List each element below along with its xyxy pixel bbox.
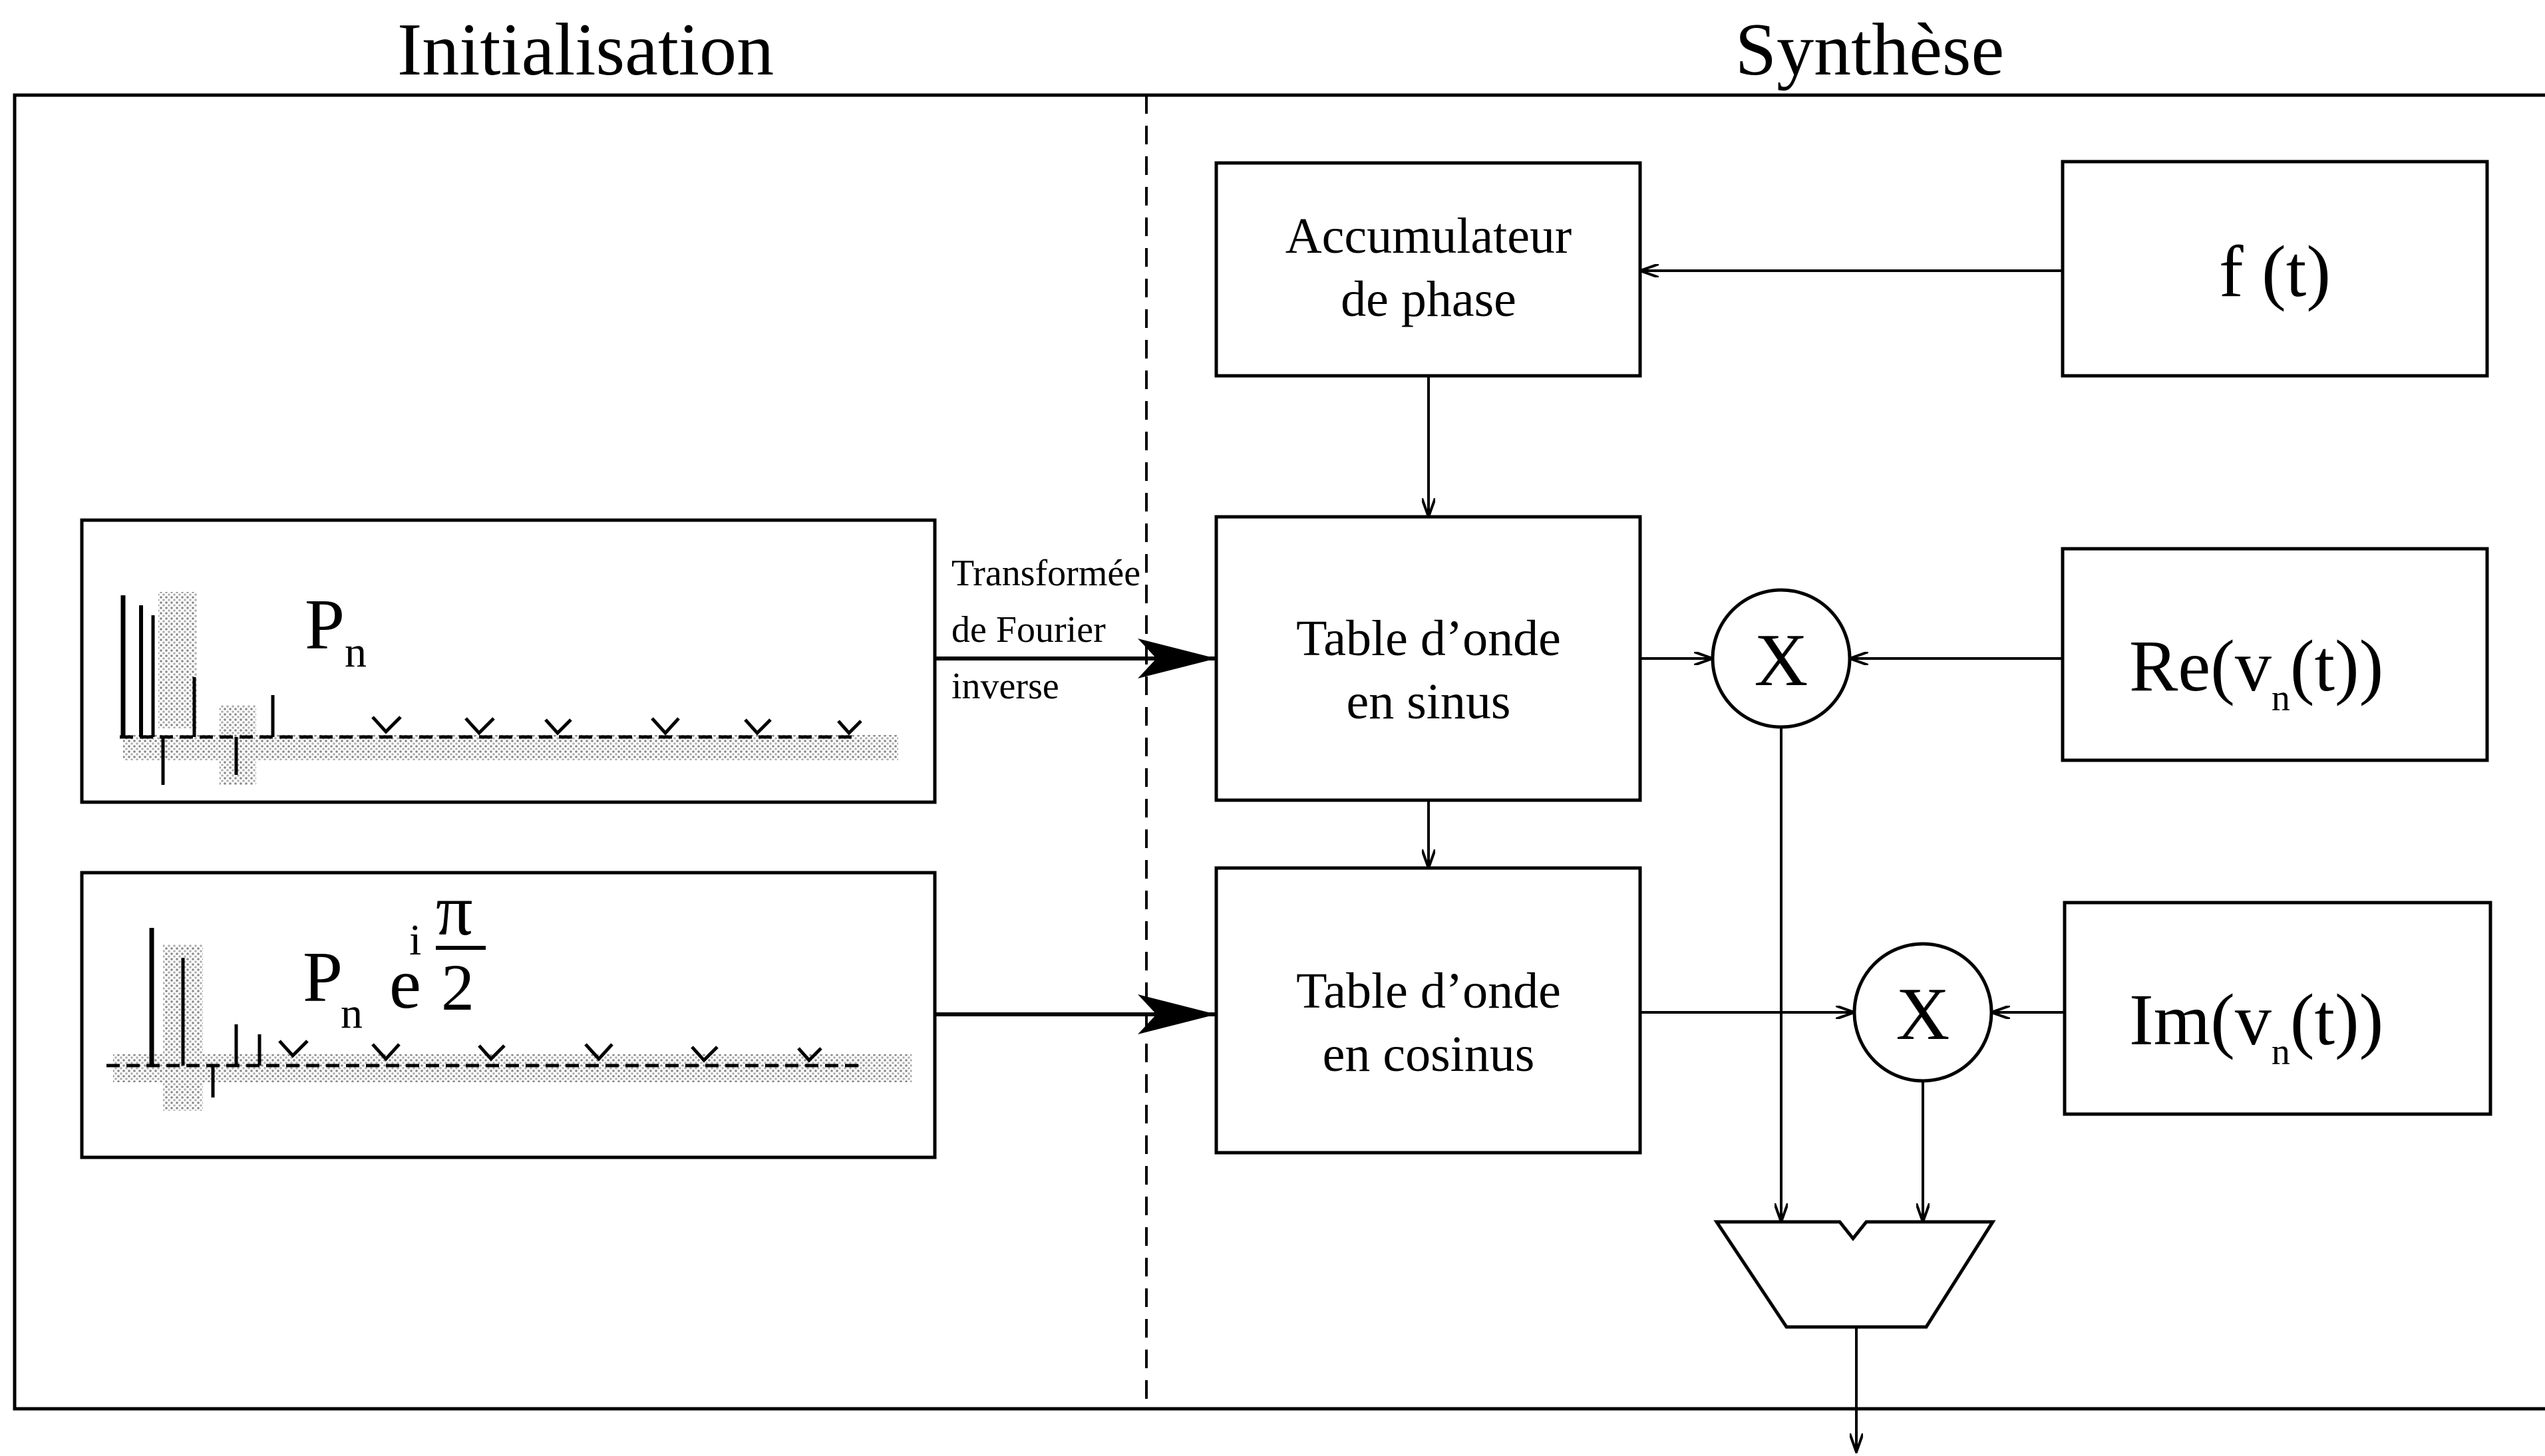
header-initialisation: Initialisation bbox=[397, 9, 774, 91]
outer-frame bbox=[13, 93, 2545, 1411]
real-part-label: Re(vn(t)) bbox=[2129, 625, 2383, 719]
adder-block bbox=[1713, 1220, 1996, 1329]
real-part-block: Re(vn(t)) bbox=[2061, 547, 2489, 762]
multiplier-real-symbol: X bbox=[1755, 619, 1808, 702]
cosine-table-label-line2: en cosinus bbox=[1323, 1026, 1535, 1082]
transform-label-line3: inverse bbox=[951, 666, 1059, 707]
multiplier-imag-symbol: X bbox=[1896, 973, 1950, 1056]
sine-table-label-line2: en sinus bbox=[1347, 674, 1511, 730]
accumulator-label-line1: Accumulateur bbox=[1285, 208, 1572, 264]
pn-subscript: n bbox=[345, 628, 367, 676]
transform-label-line1: Transformée bbox=[951, 553, 1140, 594]
exp-i: i bbox=[409, 916, 421, 964]
transform-label-line2: de Fourier bbox=[951, 609, 1106, 651]
imag-part-block: Im(vn(t)) bbox=[2063, 901, 2492, 1116]
exp-pi: π bbox=[436, 869, 473, 950]
accumulator-label-line2: de phase bbox=[1341, 271, 1516, 327]
sine-table-label-line1: Table d’onde bbox=[1296, 611, 1561, 666]
sine-table-block: Table d’onde en sinus bbox=[1214, 515, 1642, 802]
frequency-label: f (t) bbox=[2219, 231, 2331, 312]
accumulator-block: Accumulateur de phase bbox=[1214, 161, 1642, 378]
multiplier-real: X bbox=[1711, 588, 1852, 729]
frequency-block: f (t) bbox=[2061, 160, 2489, 378]
pn-symbol: P bbox=[305, 585, 345, 664]
exp-base-e: e bbox=[389, 945, 421, 1024]
header-synthese: Synthèse bbox=[1735, 9, 2004, 91]
cosine-table-label-line1: Table d’onde bbox=[1296, 963, 1561, 1019]
pn-shifted-symbol: P bbox=[303, 938, 343, 1017]
cosine-table-block: Table d’onde en cosinus bbox=[1214, 866, 1642, 1155]
imag-part-label: Im(vn(t)) bbox=[2129, 979, 2383, 1073]
multiplier-imag: X bbox=[1852, 942, 1993, 1083]
exp-two: 2 bbox=[441, 950, 474, 1024]
pn-shifted-subscript: n bbox=[341, 989, 363, 1038]
spectrum-panel-pn-shifted: P n e i π 2 bbox=[80, 869, 937, 1159]
spectrum-panel-pn: P n bbox=[80, 518, 937, 804]
